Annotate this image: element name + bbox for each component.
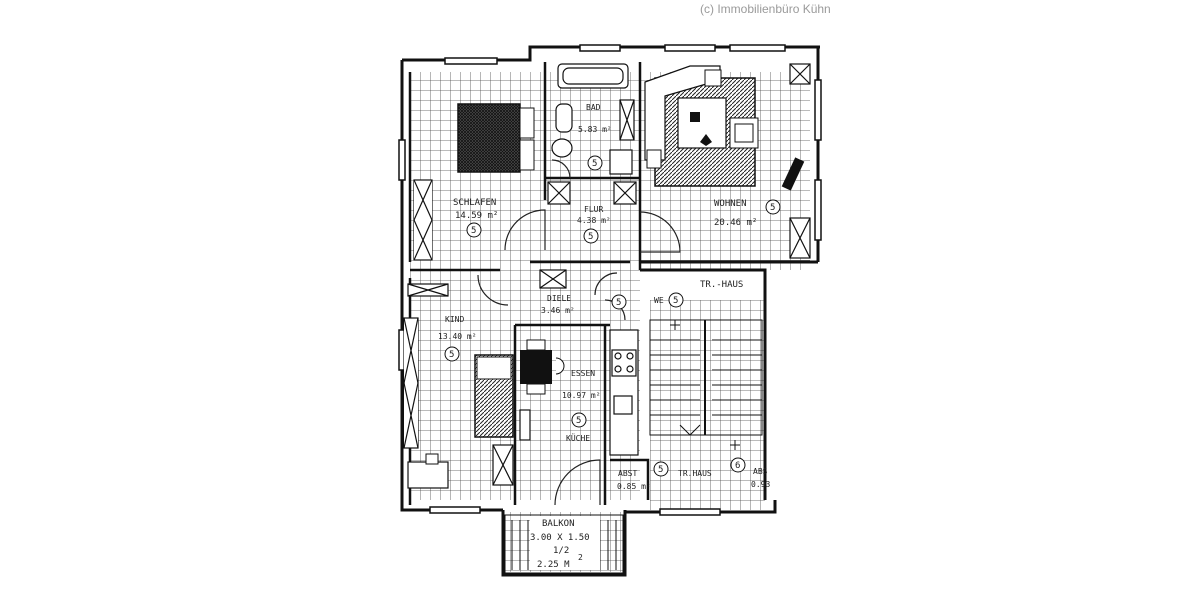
balkon-area: 2.25 M bbox=[537, 560, 570, 570]
stair-badge bbox=[730, 457, 746, 473]
copyright-notice: (c) Immobilienbüro Kühn bbox=[700, 2, 831, 16]
essen-badge bbox=[571, 412, 587, 428]
diele-badge-text: 5 bbox=[616, 298, 621, 308]
diele-area: 3.46 m² bbox=[541, 306, 575, 315]
stair-labels: TR.-HAUS WE 5 TR.HAUS 6 bbox=[654, 280, 746, 478]
kind-area: 13.40 m² bbox=[438, 332, 477, 341]
flur-name: FLUR bbox=[584, 205, 603, 214]
flur-badge-text: 5 bbox=[588, 232, 593, 242]
kind-badge bbox=[444, 346, 460, 362]
kind-name: KIND bbox=[445, 315, 464, 324]
essen-area: 10.97 m² bbox=[562, 391, 601, 400]
stair-top-label: TR.-HAUS bbox=[700, 280, 743, 290]
dining-table bbox=[520, 339, 565, 395]
abst1-badge-text: 5 bbox=[658, 465, 663, 475]
kids-furniture bbox=[407, 354, 514, 489]
wardrobes bbox=[403, 63, 811, 486]
stair-bottom-label: TR.HAUS bbox=[678, 469, 712, 478]
balcony-labels: BALKON 3.00 X 1.50 1/2 2.25 M 2 bbox=[530, 516, 600, 570]
diele-badge bbox=[611, 294, 627, 310]
kind-badge-text: 5 bbox=[449, 350, 454, 360]
windows bbox=[398, 44, 822, 516]
double-bed bbox=[457, 103, 535, 173]
bathroom-fixtures bbox=[551, 63, 635, 175]
inner-walls bbox=[408, 62, 650, 505]
essen-name: ESSEN bbox=[571, 369, 595, 378]
flur-badge bbox=[583, 228, 599, 244]
wohnen-area: 20.46 m² bbox=[714, 218, 757, 228]
bad-area: 5.83 m² bbox=[578, 125, 612, 134]
abst2-area: 0.93 bbox=[751, 480, 770, 489]
abst1-name: ABST bbox=[618, 469, 637, 478]
schlafen-name: SCHLAFEN bbox=[453, 198, 496, 208]
balkon-dims: 3.00 X 1.50 bbox=[530, 533, 590, 543]
wohnen-badge bbox=[765, 199, 781, 215]
bad-badge bbox=[587, 155, 603, 171]
bad-name: BAD bbox=[586, 103, 601, 112]
staircase bbox=[649, 319, 763, 450]
kueche-name: KÜCHE bbox=[566, 433, 590, 443]
schlafen-badge-text: 5 bbox=[471, 226, 476, 236]
we-label: WE bbox=[654, 296, 664, 305]
abst1-area: 0.85 m² bbox=[617, 482, 651, 491]
balkon-title: BALKON bbox=[542, 519, 575, 529]
flur-area: 4.38 m² bbox=[577, 216, 611, 225]
we-badge-text: 5 bbox=[673, 296, 678, 306]
balkon-fraction: 1/2 bbox=[553, 546, 569, 556]
essen-badge-text: 5 bbox=[576, 416, 581, 426]
we-badge bbox=[668, 292, 684, 308]
stair-badge-text: 6 bbox=[735, 461, 740, 471]
schlafen-area: 14.59 m² bbox=[455, 211, 498, 221]
kitchen-counter bbox=[519, 329, 639, 456]
bad-badge-text: 5 bbox=[592, 159, 597, 169]
abst1-badge bbox=[653, 461, 669, 477]
diele-name: DIELE bbox=[547, 294, 571, 303]
wohnen-badge-text: 5 bbox=[770, 203, 775, 213]
abst2-name: ABS bbox=[753, 467, 768, 476]
schlafen-badge bbox=[466, 222, 482, 238]
wohnen-name: WOHNEN bbox=[714, 199, 747, 209]
living-room-furniture bbox=[644, 65, 805, 191]
balkon-area-sup: 2 bbox=[578, 553, 583, 562]
room-labels: SCHLAFEN 14.59 m² 5 BAD 5.83 m² 5 FLUR 4… bbox=[438, 103, 781, 491]
